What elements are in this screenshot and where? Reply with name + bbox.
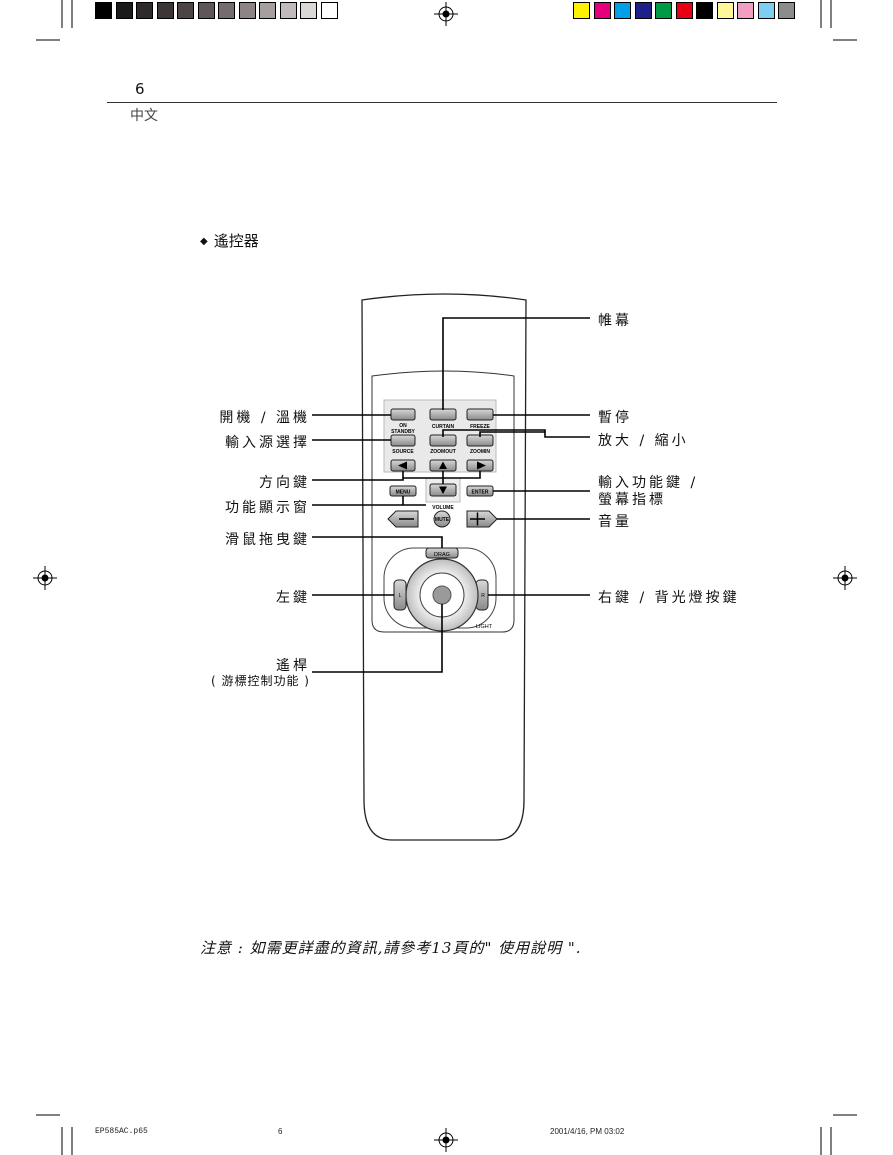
color-swatch — [716, 2, 734, 19]
label-input-function: 輸入功能鍵 / — [598, 475, 699, 491]
label-left-key: 左鍵 — [276, 590, 310, 606]
color-swatch — [655, 2, 672, 19]
color-swatch — [177, 2, 194, 19]
footer-date: 2001/4/16, PM 03:02 — [550, 1127, 625, 1136]
page-number: 6 — [135, 80, 145, 98]
label-joystick: 遙桿 — [276, 658, 310, 674]
standby-label: STANDBY — [391, 429, 415, 435]
color-swatch — [614, 2, 631, 19]
registration-mark-left — [33, 566, 57, 590]
label-function-display: 功能顯示窗 — [225, 500, 310, 516]
label-power: 開機 / 溫機 — [219, 410, 310, 426]
color-swatch — [115, 2, 133, 19]
light-label: LIGHT — [476, 624, 493, 630]
footer-page: 6 — [278, 1127, 283, 1136]
label-screen-pointer: 螢幕指標 — [598, 492, 666, 508]
color-swatch — [675, 2, 693, 19]
color-swatch — [634, 2, 652, 19]
color-swatch — [136, 2, 153, 19]
label-joystick-note: ( 游標控制功能 ) — [211, 674, 310, 688]
label-freeze: 暫停 — [598, 410, 632, 426]
label-curtain: 帷幕 — [598, 313, 632, 329]
label-input-select: 輸入源選擇 — [225, 435, 310, 451]
arrow-right-icon — [477, 461, 486, 470]
on-standby-button — [390, 408, 416, 421]
enter-label: ENTER — [472, 490, 489, 496]
color-swatch — [573, 2, 590, 19]
source-label: SOURCE — [392, 449, 414, 455]
arrow-left-icon — [398, 461, 407, 470]
color-swatch — [696, 2, 713, 19]
color-swatch — [737, 2, 754, 19]
label-right-key: 右鍵 / 背光燈按鍵 — [598, 590, 740, 606]
label-direction: 方向鍵 — [259, 475, 310, 491]
curtain-button — [429, 408, 457, 421]
label-volume: 音量 — [598, 514, 632, 530]
zoomin-label: ZOOMIN — [470, 449, 490, 455]
footer-file: EP585AC.p65 — [95, 1127, 148, 1136]
color-swatch — [778, 2, 795, 19]
section-heading: ◆ 遙控器 — [200, 230, 259, 251]
label-zoom: 放大 / 縮小 — [598, 433, 689, 449]
source-button — [390, 434, 416, 447]
freeze-button — [466, 408, 494, 421]
left-key-label: L — [399, 593, 402, 599]
language-label: 中文 — [130, 108, 158, 124]
mute-button — [433, 510, 451, 528]
volume-label: VOLUME — [432, 505, 454, 511]
registration-mark-bottom — [434, 1128, 458, 1152]
callout-lines — [312, 317, 590, 673]
label-mouse-drag: 滑鼠拖曳鍵 — [225, 532, 310, 548]
registration-mark-top — [434, 2, 458, 26]
note-text: 注意 : 如需更詳盡的資訊,請參考13頁的" 使用說明 ". — [200, 939, 582, 957]
color-swatch — [95, 2, 112, 19]
color-swatch — [259, 2, 276, 19]
freeze-label: FREEZE — [470, 424, 490, 430]
arrow-down-icon — [439, 486, 447, 494]
zoomout-label: ZOOMOUT — [430, 449, 456, 455]
arrow-up-icon — [439, 461, 447, 469]
section-title: 遙控器 — [213, 232, 259, 250]
right-key-label: R — [481, 593, 485, 599]
diamond-bullet-icon: ◆ — [200, 236, 208, 247]
color-swatch — [320, 2, 338, 19]
color-swatch — [300, 2, 317, 19]
registration-mark-right — [833, 566, 857, 590]
drag-label: DRAG — [434, 552, 450, 558]
color-swatch — [238, 2, 256, 19]
color-swatch — [757, 2, 775, 19]
color-swatch — [197, 2, 215, 19]
color-swatch — [156, 2, 174, 19]
color-swatch — [279, 2, 297, 19]
on-label: ON — [399, 423, 407, 429]
curtain-label: CURTAIN — [432, 424, 455, 430]
menu-label: MENU — [396, 490, 411, 496]
mute-label: MUTE — [435, 517, 450, 523]
color-swatch — [218, 2, 235, 19]
color-swatch — [593, 2, 611, 19]
header-rule — [107, 102, 777, 103]
joystick-knob — [432, 585, 452, 605]
